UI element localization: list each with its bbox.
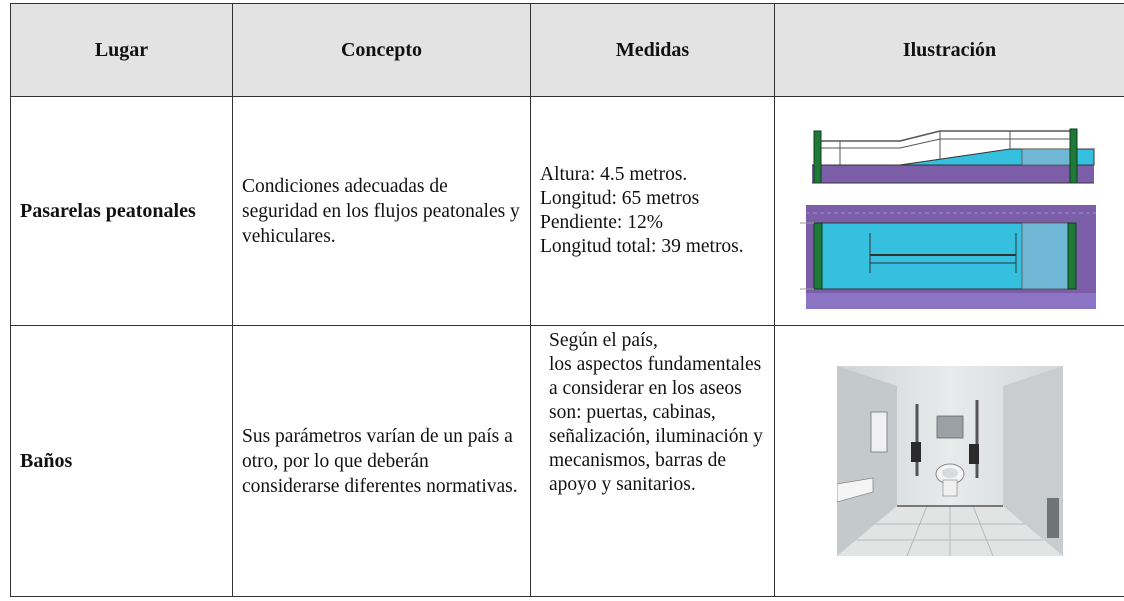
footbridge-drawing xyxy=(799,128,1096,309)
header-medidas: Medidas xyxy=(530,3,775,97)
table-row: Pasarelas peatonales Condiciones adecuad… xyxy=(10,96,1124,326)
row-measures-cell: Según el país, los aspectos fundamentale… xyxy=(530,325,775,597)
table-row: Baños Sus parámetros varían de un país a… xyxy=(10,325,1124,597)
header-concepto: Concepto xyxy=(232,3,531,97)
accessibility-table: Lugar Concepto Medidas Ilustración Pasar… xyxy=(10,3,1124,597)
bathroom-photo xyxy=(836,366,1063,556)
row-concept: Condiciones adecuadas de seguridad en lo… xyxy=(232,96,531,326)
footbridge-plan xyxy=(799,205,1096,309)
row-measures: Altura: 4.5 metros. Longitud: 65 metros … xyxy=(530,96,775,326)
table-header-row: Lugar Concepto Medidas Ilustración xyxy=(10,3,1124,97)
header-ilustracion: Ilustración xyxy=(774,3,1124,97)
header-lugar: Lugar xyxy=(10,3,233,97)
row-illustration xyxy=(774,96,1124,326)
row-concept: Sus parámetros varían de un país a otro,… xyxy=(232,325,531,597)
row-place: Baños xyxy=(10,325,233,597)
row-measures: Según el país, los aspectos fundamentale… xyxy=(549,330,763,495)
footbridge-elevation xyxy=(811,128,1095,184)
row-place: Pasarelas peatonales xyxy=(10,96,233,326)
row-illustration xyxy=(774,325,1124,597)
measures-clip: Según el país, los aspectos fundamentale… xyxy=(531,326,774,596)
